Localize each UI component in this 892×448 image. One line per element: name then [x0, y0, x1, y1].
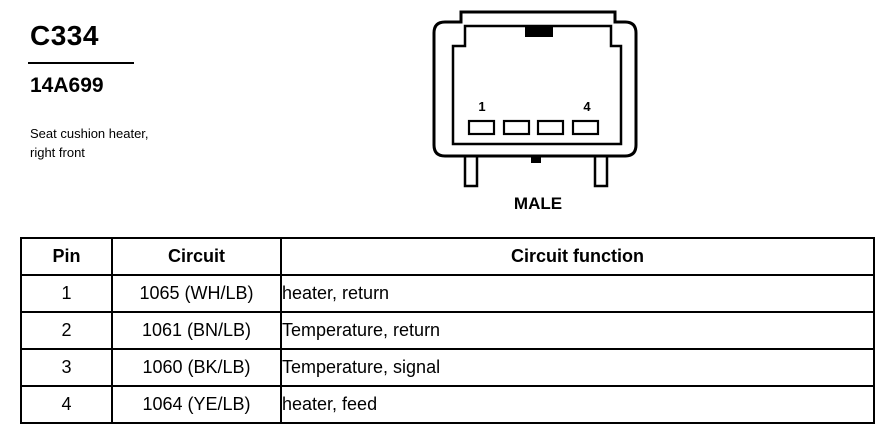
pin-cavity-2	[502, 119, 531, 136]
connector-housing-outline	[432, 10, 638, 158]
function-cell: heater, feed	[280, 385, 875, 424]
table-row: 4 1064 (YE/LB) heater, feed	[20, 385, 875, 424]
pin-cavity-4	[571, 119, 600, 136]
connector-face-diagram: 1 4	[432, 10, 638, 188]
pin-cavity-3	[536, 119, 565, 136]
description-line-2: right front	[30, 145, 85, 160]
locking-key	[525, 27, 553, 37]
circuit-column-header: Circuit	[111, 237, 282, 276]
table-row: 1 1065 (WH/LB) heater, return	[20, 274, 875, 313]
table-row: 3 1060 (BK/LB) Temperature, signal	[20, 348, 875, 387]
circuit-cell: 1065 (WH/LB)	[111, 274, 282, 313]
function-cell: Temperature, return	[280, 311, 875, 350]
function-cell: Temperature, signal	[280, 348, 875, 387]
table-header-row: Pin Circuit Circuit function	[20, 237, 875, 276]
function-cell: heater, return	[280, 274, 875, 313]
right-latch	[593, 156, 609, 188]
connector-description: Seat cushion heater, right front	[30, 124, 149, 162]
description-line-1: Seat cushion heater,	[30, 126, 149, 141]
connector-id: C334	[30, 20, 99, 51]
pin-column-header: Pin	[20, 237, 113, 276]
circuit-cell: 1064 (YE/LB)	[111, 385, 282, 424]
pinout-table: Pin Circuit Circuit function 1 1065 (WH/…	[20, 237, 875, 424]
function-column-header: Circuit function	[280, 237, 875, 276]
pin-cell: 3	[20, 348, 113, 387]
connector-inner-face	[451, 24, 623, 146]
center-tab	[531, 156, 541, 163]
pin-label-1: 1	[478, 99, 485, 114]
part-number: 14A699	[30, 74, 104, 97]
title-divider	[28, 62, 134, 64]
pin-cell: 1	[20, 274, 113, 313]
left-latch	[463, 156, 479, 188]
pin-cavity-1	[467, 119, 496, 136]
table-row: 2 1061 (BN/LB) Temperature, return	[20, 311, 875, 350]
view-label: MALE	[513, 194, 563, 213]
pin-label-4: 4	[583, 99, 591, 114]
pin-cell: 2	[20, 311, 113, 350]
pin-cell: 4	[20, 385, 113, 424]
circuit-cell: 1060 (BK/LB)	[111, 348, 282, 387]
circuit-cell: 1061 (BN/LB)	[111, 311, 282, 350]
